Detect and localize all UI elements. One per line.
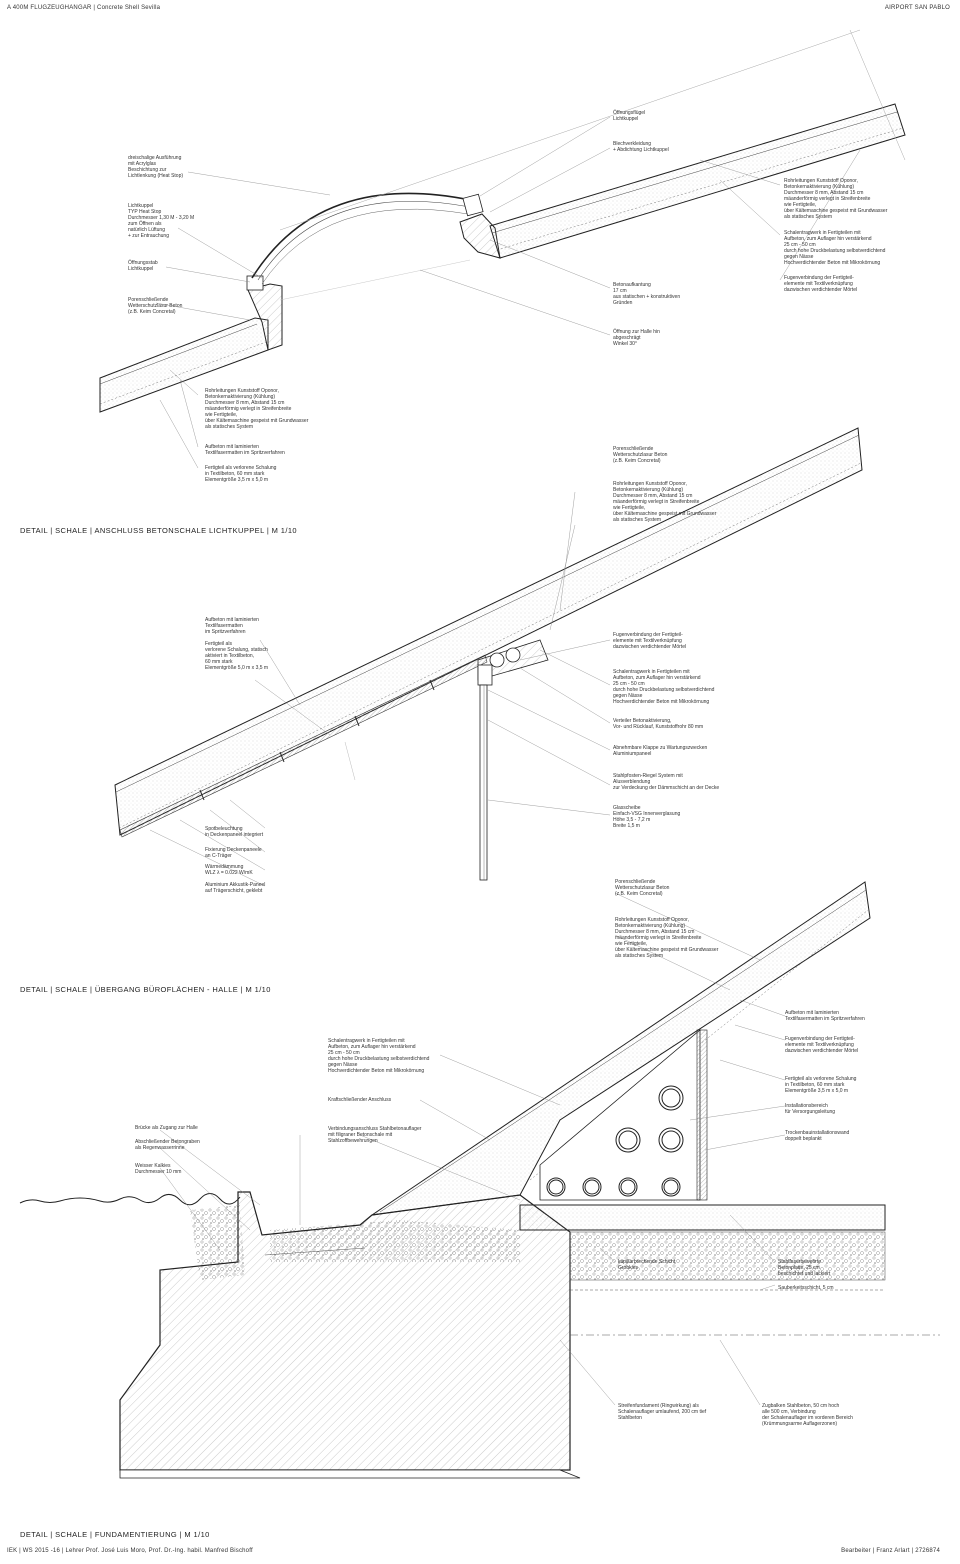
- detail-lichtkuppel: [99, 29, 906, 469]
- shell-slab-middle: [114, 427, 863, 836]
- note-d1-opening-wing: Öffnungsflügel Lichtkuppel: [613, 110, 646, 122]
- shell-slab-foundation: [371, 881, 871, 1216]
- note-d2-weather-glaze: Porenschließende Wetterschutzlasur Beton…: [613, 446, 668, 464]
- note-d1-skylight: Lichtkuppel TYP Heat Stop Durchmesser 1,…: [128, 203, 195, 239]
- strip-foundation: [119, 1191, 571, 1471]
- note-d1-sheet-cladding: Blechverkleidung + Abdichtung Lichtkuppe…: [613, 141, 669, 153]
- detail-title-3: DETAIL | SCHALE | FUNDAMENTIERUNG | M 1/…: [20, 1530, 210, 1539]
- note-d3-bridge: Brücke als Zugang zur Halle: [135, 1125, 198, 1131]
- note-d2-fixing: Fixierung Deckenpaneele an C-Träger: [205, 847, 262, 859]
- ceiling-panels: [119, 654, 488, 838]
- note-d3-blinding: Sauberkeitsschicht, 5 cm: [778, 1285, 834, 1291]
- note-d1-pipes-left: Rohrleitungen Kunststoff Oponor, Betonke…: [205, 388, 309, 430]
- note-d2-shell-structure: Schalentragwerk in Fertigteilen mit Aufb…: [613, 669, 715, 705]
- sheet-footer-left: IEK | WS 2015 -16 | Lehrer Prof. José Lu…: [7, 1548, 253, 1554]
- note-d3-capillary: kapillarbrechende Schicht Grobkies: [618, 1259, 676, 1271]
- note-d3-shell-structure: Schalentragwerk in Fertigteilen mit Aufb…: [328, 1038, 430, 1074]
- note-d3-tie-beam: Zugbalken Stahlbeton, 50 cm hoch alle 50…: [762, 1403, 853, 1427]
- note-d1-fertigteil: Fertigteil als verlorene Schalung in Tex…: [205, 465, 277, 483]
- note-d3-weather-glaze: Porenschließende Wetterschutzlasur Beton…: [615, 879, 670, 897]
- skylight-dome: [251, 192, 471, 279]
- supply-pipes: [546, 1085, 684, 1197]
- note-d1-weather-glaze: Porenschließende Wetterschutzlasur Beton…: [128, 297, 183, 315]
- note-d2-fertigteil: Fertigteil als verlorene Schalung, stati…: [205, 641, 269, 671]
- detail-title-1: DETAIL | SCHALE | ANSCHLUSS BETONSCHALE …: [20, 526, 298, 535]
- note-d2-pipes: Rohrleitungen Kunststoff Oponor, Betonke…: [613, 481, 717, 523]
- note-d2-post-system: Stahlpfosten-Riegel System mit Alusverbl…: [613, 773, 720, 791]
- distributor-pipes: [477, 639, 549, 686]
- detail-fundament: [19, 881, 940, 1479]
- sheet-footer-right: Bearbeiter | Franz Arlart | 2726874: [841, 1548, 940, 1554]
- note-d3-aufbeton: Aufbeton mit laminierten Textilfasermatt…: [785, 1010, 865, 1022]
- note-d2-glass: Glasscheibe Einfach-VSG Innenverglasung …: [613, 805, 681, 829]
- note-d3-gravel: Weisser Kalkies Durchmesser 10 mm: [135, 1163, 182, 1175]
- note-d1-pipes-right: Rohrleitungen Kunststoff Oponor, Betonke…: [784, 178, 888, 220]
- sheet-header-right: AIRPORT SAN PABLO: [884, 5, 950, 11]
- floor-slab: [519, 1204, 886, 1231]
- detail-title-2: DETAIL | SCHALE | ÜBERGANG BÜROFLÄCHEN -…: [20, 985, 271, 994]
- note-d2-acoustic-panel: Aluminium Akkustik-Paneel auf Trägerschi…: [205, 882, 266, 894]
- note-d3-floor-slab: Stahlfaserbewehrte Betonplatte, 25 cm be…: [778, 1259, 831, 1277]
- note-d3-pipes: Rohrleitungen Kunststoff Oponor, Betonke…: [615, 917, 719, 959]
- note-d3-drywall: Trockenbauinstallationswand doppelt bepl…: [785, 1130, 850, 1142]
- note-d3-force-connection: Kraftschließender Anschluss: [328, 1097, 392, 1103]
- note-d1-shell-structure: Schalentragwerk in Fertigteilen mit Aufb…: [784, 230, 886, 266]
- note-d3-connection: Verbindungsanschluss Stahlbetonauflager …: [328, 1126, 422, 1144]
- note-d1-opening-rod: Öffnungsstab Lichtkuppel: [128, 260, 158, 272]
- note-d2-spotlight: Spotbeleuchtung in Deckenpaneel integrie…: [205, 826, 264, 838]
- detail-uebergang: [114, 427, 863, 887]
- note-d3-installation: Installationsbereich für Versorgungsleit…: [785, 1103, 836, 1115]
- note-d1-upstand: Betonaufkantung 17 cm aus statischen + k…: [613, 282, 681, 306]
- note-d2-aufbeton: Aufbeton mit laminierten Textilfasermatt…: [205, 617, 259, 635]
- concrete-upstand-left: [247, 283, 283, 351]
- note-d1-aufbeton: Aufbeton mit laminierten Textilfasermatt…: [205, 444, 285, 456]
- steel-post: [479, 684, 488, 881]
- note-d3-foundation: Streifenfundament (Ringwirkung) als Scha…: [618, 1403, 707, 1421]
- note-d3-fertigteil: Fertigteil als verlorene Schalung in Tex…: [785, 1076, 857, 1094]
- sheet-header-left: A 400M FLUGZEUGHANGAR | Concrete Shell S…: [7, 5, 161, 11]
- gravel-bed: [190, 1205, 245, 1280]
- note-d1-joint: Fugenverbindung der Fertigteil- elemente…: [784, 275, 858, 293]
- note-d3-joint: Fugenverbindung der Fertigteil- elemente…: [785, 1036, 859, 1054]
- note-d2-joint: Fugenverbindung der Fertigteil- elemente…: [613, 632, 687, 650]
- note-d1-triple-shell: dreischalige Ausführung mit Acrylglas Be…: [128, 155, 184, 179]
- note-d1-opening-hall: Öffnung zur Halle hin abgeschrägt Winkel…: [613, 329, 660, 347]
- note-d3-gutter: Abschließender Betongraben als Regenwass…: [135, 1139, 200, 1151]
- note-d2-flap: Abnehmbare Klappe zu Wartungszwecken Alu…: [613, 745, 708, 757]
- terrain-line: [19, 1193, 241, 1206]
- shell-slab-right: [489, 103, 906, 259]
- note-d2-insulation: Wärmedämmung WLZ λ = 0.022 W/mK: [205, 864, 253, 876]
- note-d2-distributor: Verteiler Betonaktivierung, Vor- und Rüc…: [613, 718, 704, 730]
